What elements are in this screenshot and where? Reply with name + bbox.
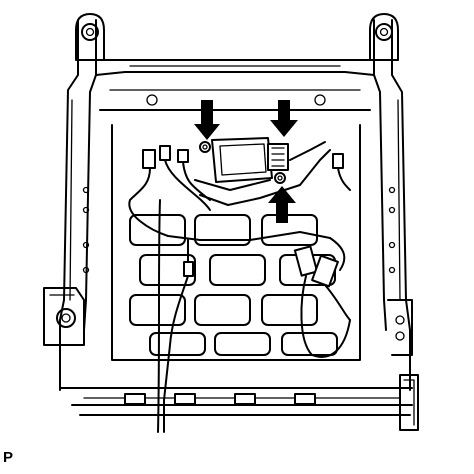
wire-harness — [128, 141, 351, 433]
figure-code-label: P — [3, 449, 14, 466]
arrow-up-icon — [268, 186, 296, 223]
arrow-down-icon — [270, 100, 298, 137]
hinge-brackets — [43, 13, 413, 356]
sensor-module — [194, 137, 331, 206]
cushion-grid — [129, 214, 338, 356]
arrow-down-icon — [194, 100, 220, 140]
frame-holes — [82, 94, 396, 274]
seat-frame — [59, 19, 419, 431]
